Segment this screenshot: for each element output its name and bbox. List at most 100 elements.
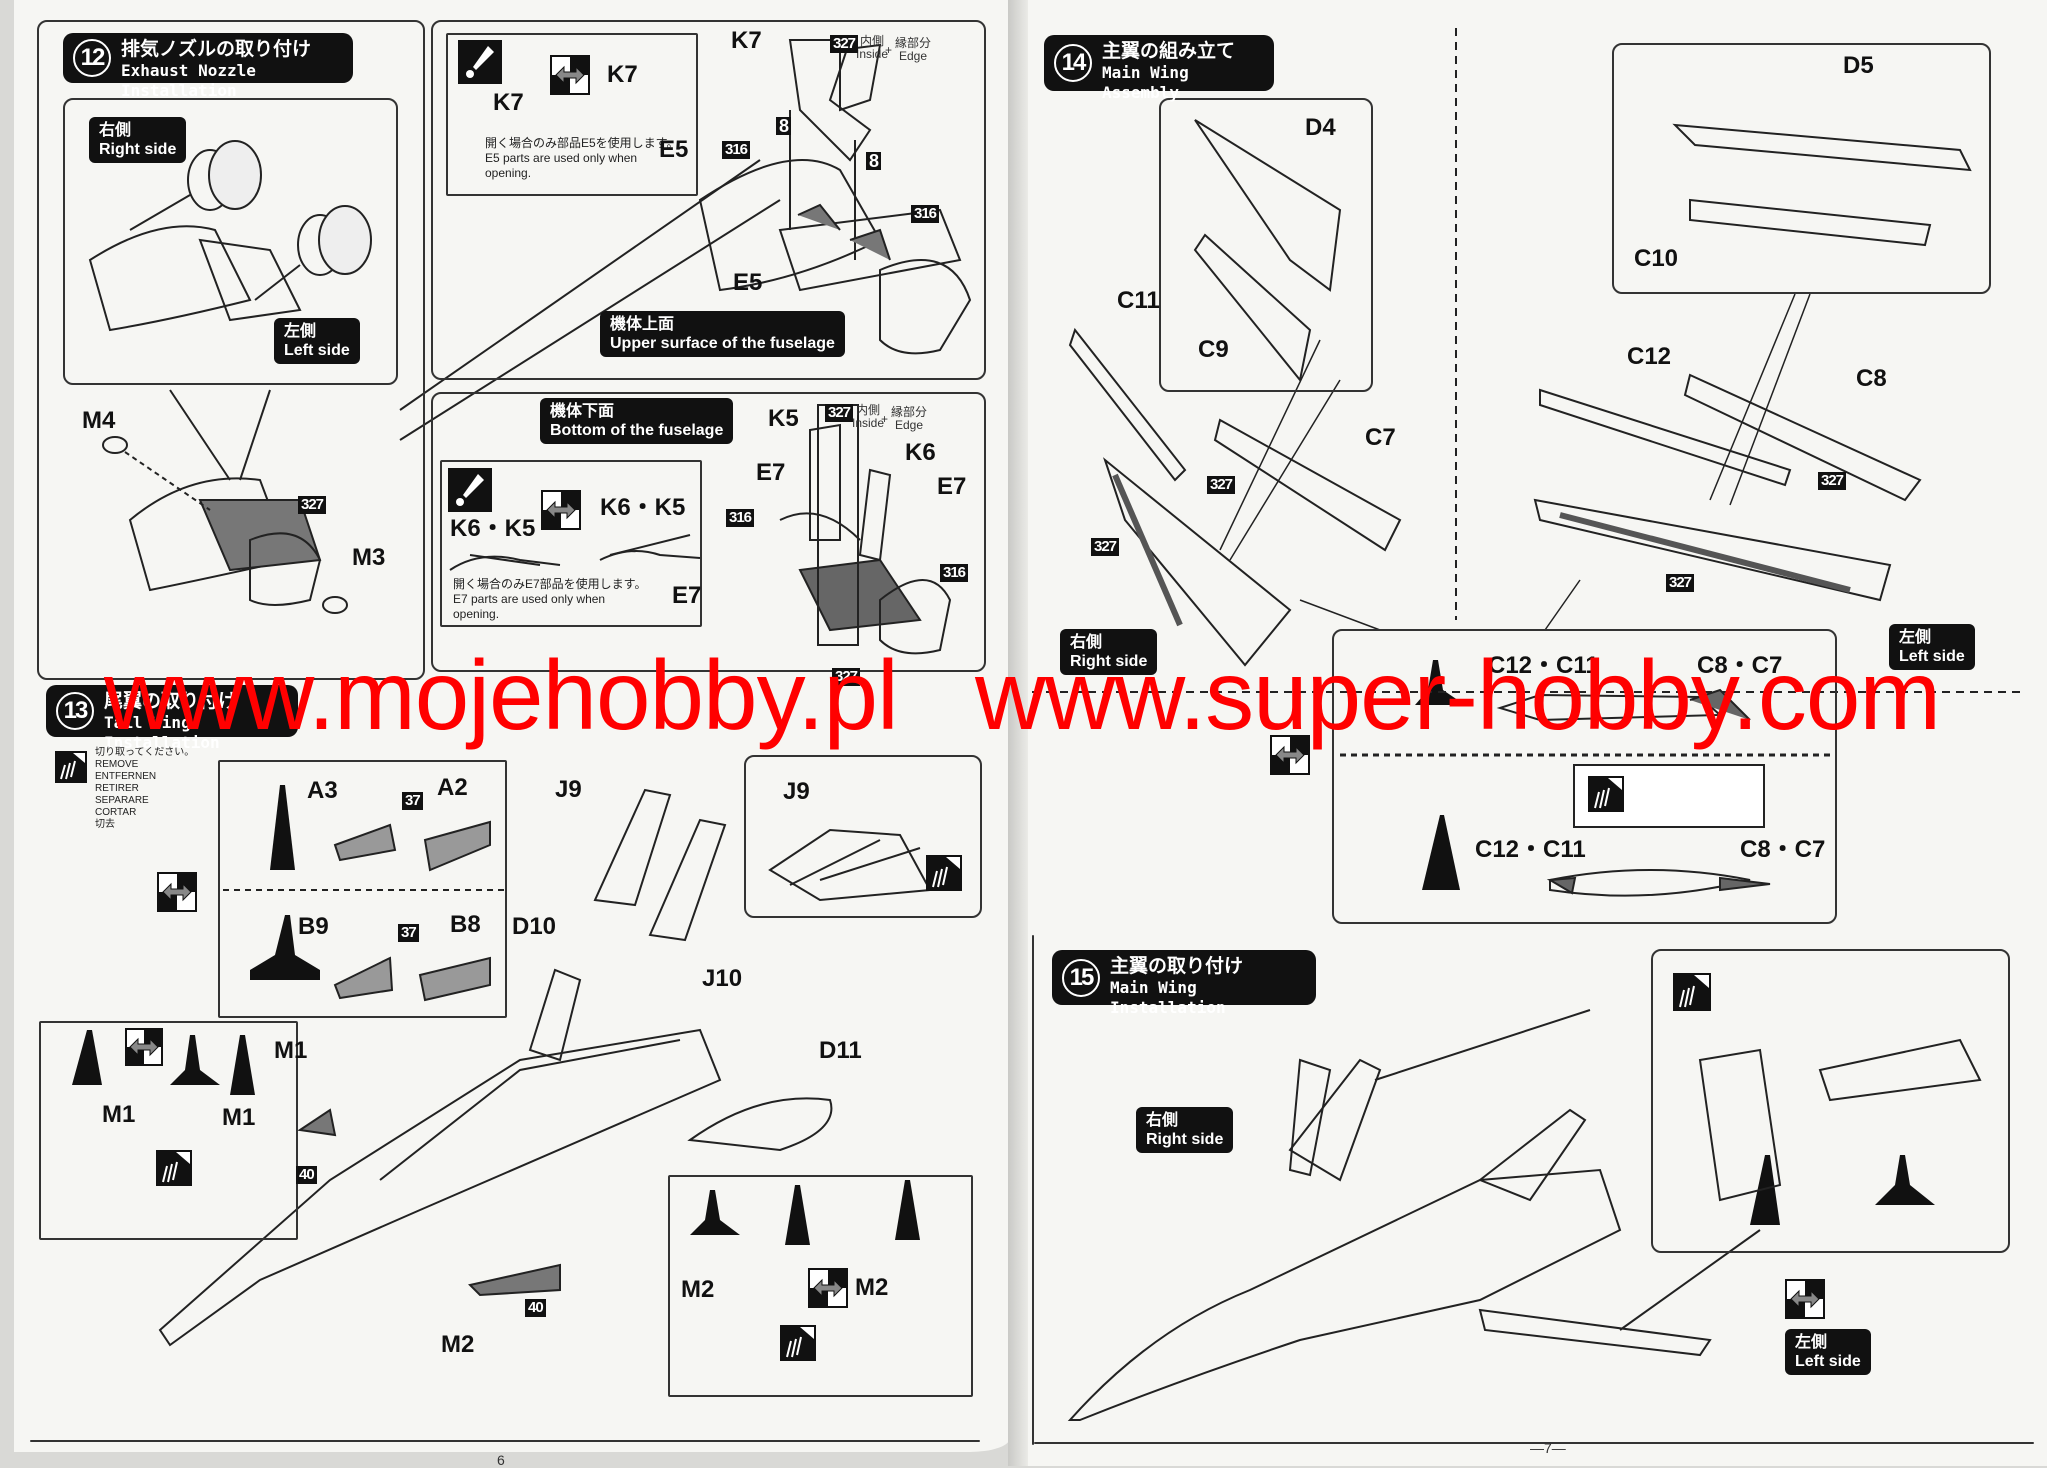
paint-code-badge: 37 [398, 924, 419, 942]
remove-it: SEPARARE [95, 795, 149, 806]
remove-es: CORTAR [95, 807, 137, 818]
wing-position-box [1651, 949, 2010, 1253]
either-side-icon [1270, 735, 1310, 775]
part-label: A2 [437, 774, 468, 801]
paint-code-badge: 327 [832, 668, 861, 686]
step-12-header: 12 排気ノズルの取り付け Exhaust Nozzle Installatio… [63, 33, 353, 100]
part-label: D5 [1843, 52, 1874, 79]
remove-de: ENTFERNEN [95, 771, 157, 782]
step-number: 13 [56, 692, 94, 730]
left-side-tag: 左側 Left side [1889, 624, 1975, 670]
step-12-panel [37, 20, 425, 680]
cut-off-icon [1673, 973, 1711, 1011]
part-label: M1 [274, 1037, 308, 1064]
paint-code-badge: 8 [776, 117, 792, 135]
part-label: E7 [672, 582, 702, 609]
paint-code-badge: 327 [1666, 574, 1695, 592]
paint-code-badge: 327 [830, 35, 859, 53]
tag-ja: 左側 [284, 323, 317, 340]
step-number: 12 [73, 39, 111, 77]
tag-en: Right side [1146, 1131, 1224, 1148]
paint-code-badge: 40 [525, 1299, 546, 1317]
step-14-header: 14 主翼の組み立て Main Wing Assembly [1044, 35, 1274, 102]
step-title-ja: 排気ノズルの取り付け [121, 39, 312, 60]
part-label: E7 [937, 473, 967, 500]
part-label: M1 [222, 1104, 256, 1131]
either-side-icon [157, 872, 197, 912]
paint-code-badge: 316 [940, 564, 969, 582]
edge-ja: 縁部分 [895, 36, 932, 50]
e5-note: 開く場合のみ部品E5を使用します。E5 parts are used only … [485, 136, 685, 181]
part-label: C12 [1627, 343, 1672, 370]
inside-en: Inside [856, 47, 889, 61]
part-label: C11 [1117, 287, 1160, 314]
e7-note: 開く場合のみE7部品を使用します。E7 parts are used only … [453, 577, 653, 622]
cut-off-icon [1588, 776, 1624, 812]
page-bottom-rule-right [1034, 1442, 2034, 1444]
inside-ja: 内側 [856, 403, 881, 417]
cut-off-icon [55, 751, 87, 783]
part-label: J9 [783, 778, 810, 805]
warning-icon [458, 40, 502, 84]
note-ja: 開く場合のみ部品E5を使用します。 [485, 136, 679, 150]
tag-en: Left side [284, 342, 350, 359]
paint-code-badge: 327 [1207, 476, 1236, 494]
either-side-icon [1785, 1279, 1825, 1319]
part-label: K7 [607, 61, 638, 88]
part-label: C8 [1856, 365, 1887, 392]
tag-ja: 左側 [1795, 1334, 1828, 1351]
step-title-en: Tail Wing Installation [104, 713, 220, 752]
either-side-icon [550, 55, 590, 95]
part-label: K6・K5 [450, 515, 536, 542]
page-number-left: 6 [497, 1452, 505, 1468]
d4-detail-box [1159, 98, 1373, 392]
paint-code-badge: 40 [296, 1166, 317, 1184]
paint-code-badge: 316 [722, 141, 751, 159]
part-label: M1 [102, 1101, 136, 1128]
part-label: B9 [298, 913, 329, 940]
remove-en: REMOVE [95, 759, 139, 770]
warning-icon [448, 468, 492, 512]
paint-code-badge: 37 [402, 792, 423, 810]
left-side-tag: 左側 Left side [274, 318, 360, 364]
step-13-header: 13 尾翼の取り付け Tail Wing Installation [46, 685, 298, 752]
paint-code-badge: 327 [1091, 538, 1120, 556]
tag-ja: 左側 [1899, 629, 1932, 646]
step-title-en: Main Wing Assembly [1102, 63, 1189, 102]
note-en: E5 parts are used only when opening. [485, 151, 638, 180]
paint-code-badge: 327 [825, 404, 854, 422]
tag-en: Upper surface of the fuselage [610, 335, 835, 352]
remove-instructions: 切り取ってください。 REMOVE ENTFERNEN RETIRER SEPA… [95, 747, 194, 831]
paint-code-badge: 316 [726, 509, 755, 527]
part-label: C8・C7 [1697, 652, 1783, 679]
tag-ja: 右側 [1146, 1112, 1179, 1129]
part-label: K5 [768, 405, 799, 432]
remove-zh: 切去 [95, 819, 115, 830]
part-label: C10 [1634, 245, 1679, 272]
step-15-header: 15 主翼の取り付け Main Wing Installation [1052, 950, 1316, 1017]
edge-en: Edge [898, 49, 928, 63]
cut-off-icon [156, 1150, 192, 1186]
wing-section-box [1332, 629, 1837, 924]
paint-code-badge: 327 [1818, 472, 1847, 490]
page-number-right: —7— [1530, 1440, 1566, 1456]
edge-en: Edge [894, 418, 924, 432]
part-label: M4 [82, 407, 116, 434]
part-label: K7 [493, 89, 524, 116]
remove-ja: 切り取ってください。 [95, 747, 195, 758]
watermark-super-hobby: www.super-hobby.com [975, 640, 1941, 750]
tag-en: Left side [1899, 648, 1965, 665]
step-15-rule [1032, 935, 1034, 1445]
step-title-ja: 主翼の組み立て [1102, 41, 1236, 62]
part-label: M2 [441, 1331, 475, 1358]
plus-sign: + [881, 412, 889, 426]
part-label: C9 [1198, 336, 1229, 363]
tag-ja: 右側 [99, 122, 132, 139]
part-label: K6・K5 [600, 494, 686, 521]
part-label: D4 [1305, 114, 1336, 141]
